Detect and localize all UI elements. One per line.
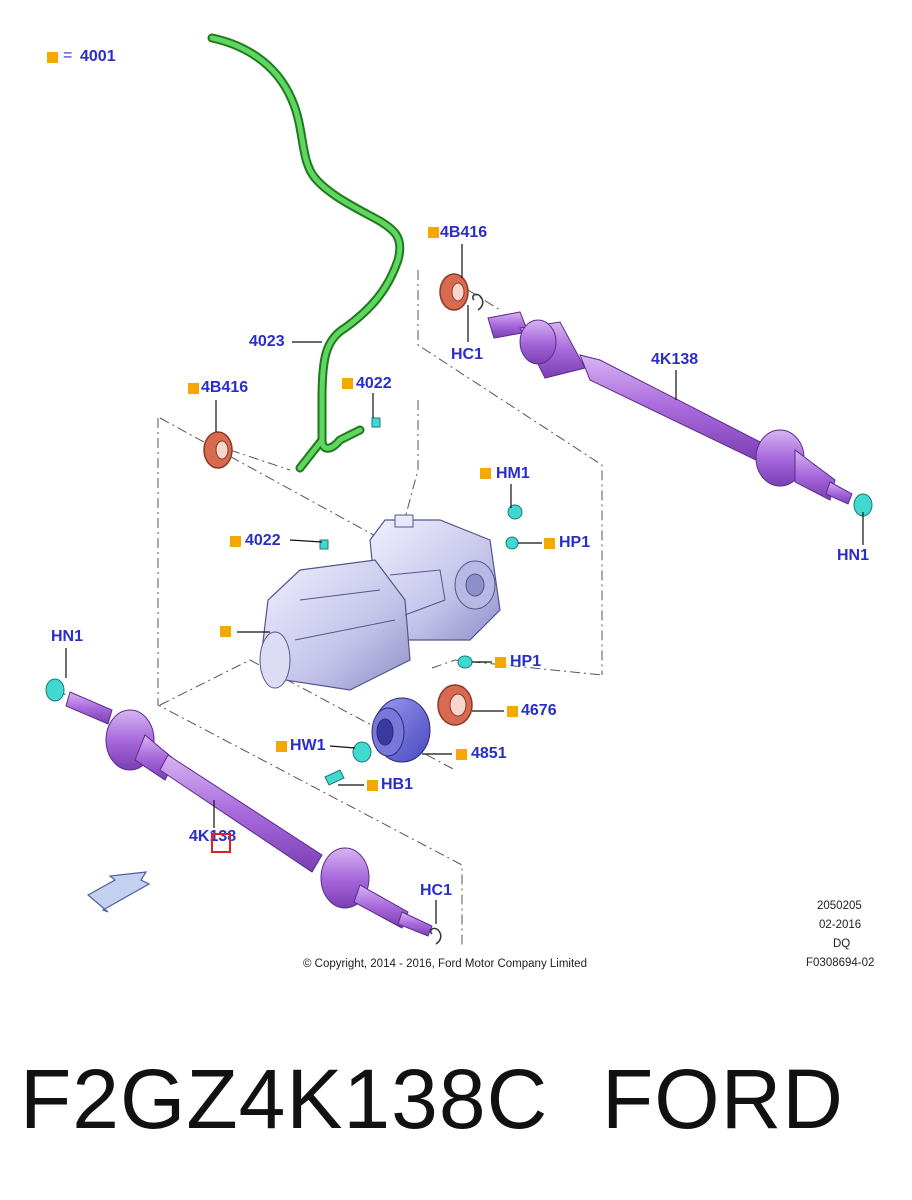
info-line-1: 2050205 [817, 900, 862, 912]
rear-drive-unit-housing [259, 514, 501, 691]
fasteners [45, 417, 873, 786]
callout-HW1: HW1 [290, 737, 326, 754]
callout-HP1-upper: HP1 [559, 534, 591, 551]
marker-4851 [456, 749, 467, 760]
marker-HW1 [276, 741, 287, 752]
circlip-HC1-top [471, 293, 484, 311]
callout-HN1-right: HN1 [837, 547, 870, 564]
coupling-4851 [371, 697, 431, 763]
vent-hose-4023 [207, 33, 405, 473]
legend-marker [47, 52, 58, 63]
marker-HB1 [367, 780, 378, 791]
marker-housing [220, 626, 231, 637]
callout-HC1-top: HC1 [451, 346, 484, 363]
marker-4022-lower [230, 536, 241, 547]
brand-name: FORD [602, 1052, 844, 1146]
marker-4022-upper [342, 378, 353, 389]
info-line-2: 02-2016 [819, 919, 862, 931]
marker-HP1-upper [544, 538, 555, 549]
marker-4B416-right [428, 227, 439, 238]
callout-4851: 4851 [471, 745, 507, 762]
callout-HC1-bottom: HC1 [420, 882, 453, 899]
callout-HP1-lower: HP1 [510, 653, 542, 670]
legend-equals: = [63, 47, 73, 64]
marker-4676 [507, 706, 518, 717]
callout-4676: 4676 [521, 702, 557, 719]
callout-HM1: HM1 [496, 465, 530, 482]
marker-4B416-left [188, 383, 199, 394]
front-direction-arrow-icon [86, 871, 151, 913]
callout-4B416-right: 4B416 [440, 224, 488, 241]
part-number: F2GZ4K138C [20, 1052, 549, 1146]
info-line-4: F0308694-02 [806, 957, 875, 969]
callout-HN1-left: HN1 [51, 628, 84, 645]
seal-4B416-right [439, 273, 469, 311]
callout-4023: 4023 [249, 333, 285, 350]
callout-4022-lower: 4022 [245, 532, 281, 549]
callout-4B416-left: 4B416 [201, 379, 249, 396]
seal-4676 [437, 684, 473, 726]
copyright: © Copyright, 2014 - 2016, Ford Motor Com… [303, 958, 587, 970]
legend-code: 4001 [80, 48, 116, 65]
circlip-HC1-bottom [429, 927, 442, 945]
callout-HB1: HB1 [381, 776, 414, 793]
seal-4B416-left [203, 431, 233, 469]
halfshaft-right [487, 311, 853, 505]
info-line-3: DQ [833, 938, 851, 950]
leader-lines [65, 244, 864, 924]
halfshaft-left [65, 691, 433, 937]
marker-HP1-lower [495, 657, 506, 668]
marker-HM1 [480, 468, 491, 479]
callout-4022-upper: 4022 [356, 375, 392, 392]
highlight-box [211, 833, 231, 853]
callout-4K138-right: 4K138 [651, 351, 699, 368]
